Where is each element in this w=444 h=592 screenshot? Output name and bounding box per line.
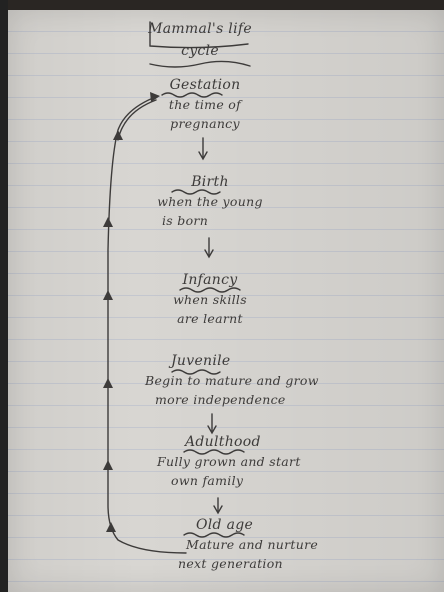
stage-heading: Old age [196,517,254,533]
old-age-underline [183,532,245,538]
juvenile-underline [171,369,221,375]
title-bracket [149,21,249,49]
stage-text: more independence [155,392,286,407]
down-arrow-4 [213,497,223,515]
loop-arrow-2 [103,217,113,227]
stage-text: own family [171,473,244,488]
stage-old-age: Old age Mature and nurture next generati… [178,516,358,573]
stage-heading: Adulthood [185,434,261,450]
infancy-underline [179,287,241,293]
gestation-underline [161,92,223,98]
stage-text: Begin to mature and grow [145,373,319,388]
down-arrow-3 [207,413,217,435]
stage-text: is born [162,213,209,228]
stage-heading: Gestation [169,77,241,93]
loop-arrow-5 [103,460,113,470]
loop-arrow-6 [106,522,116,532]
stage-text: the time of [168,97,242,112]
stage-text: pregnancy [170,116,240,131]
title-underline [149,60,251,68]
stage-text: Mature and nurture [186,537,319,552]
loop-arrow-4 [103,378,113,388]
stage-birth: Birth when the young is born [150,173,270,230]
notebook-page [8,10,444,592]
title: Mammal's life cycle [140,18,260,62]
stage-heading: Infancy [182,272,238,288]
title-line-2: cycle [181,43,219,59]
stage-heading: Birth [191,174,229,190]
adulthood-underline [183,449,245,455]
stage-gestation: Gestation the time of pregnancy [145,76,265,133]
stage-text: when the young [157,194,263,209]
down-arrow-2 [204,237,214,259]
stage-adulthood: Adulthood Fully grown and start own fami… [157,433,357,490]
loop-arrowhead-top [150,92,160,102]
stage-text: next generation [178,556,283,571]
stage-infancy: Infancy when skills are learnt [150,271,270,328]
cycle-return-line [107,95,187,554]
loop-arrow-1 [113,130,123,140]
stage-juvenile: Juvenile Begin to mature and grow more i… [145,352,375,409]
stage-heading: Juvenile [171,353,231,369]
desk-edge [0,0,8,592]
stage-text: when skills [173,292,247,307]
loop-arrow-3 [103,290,113,300]
stage-text: Fully grown and start [157,454,301,469]
title-line-1: Mammal's life [148,21,252,37]
down-arrow-1 [198,137,208,161]
stage-text: are learnt [177,311,243,326]
birth-underline [171,189,221,195]
